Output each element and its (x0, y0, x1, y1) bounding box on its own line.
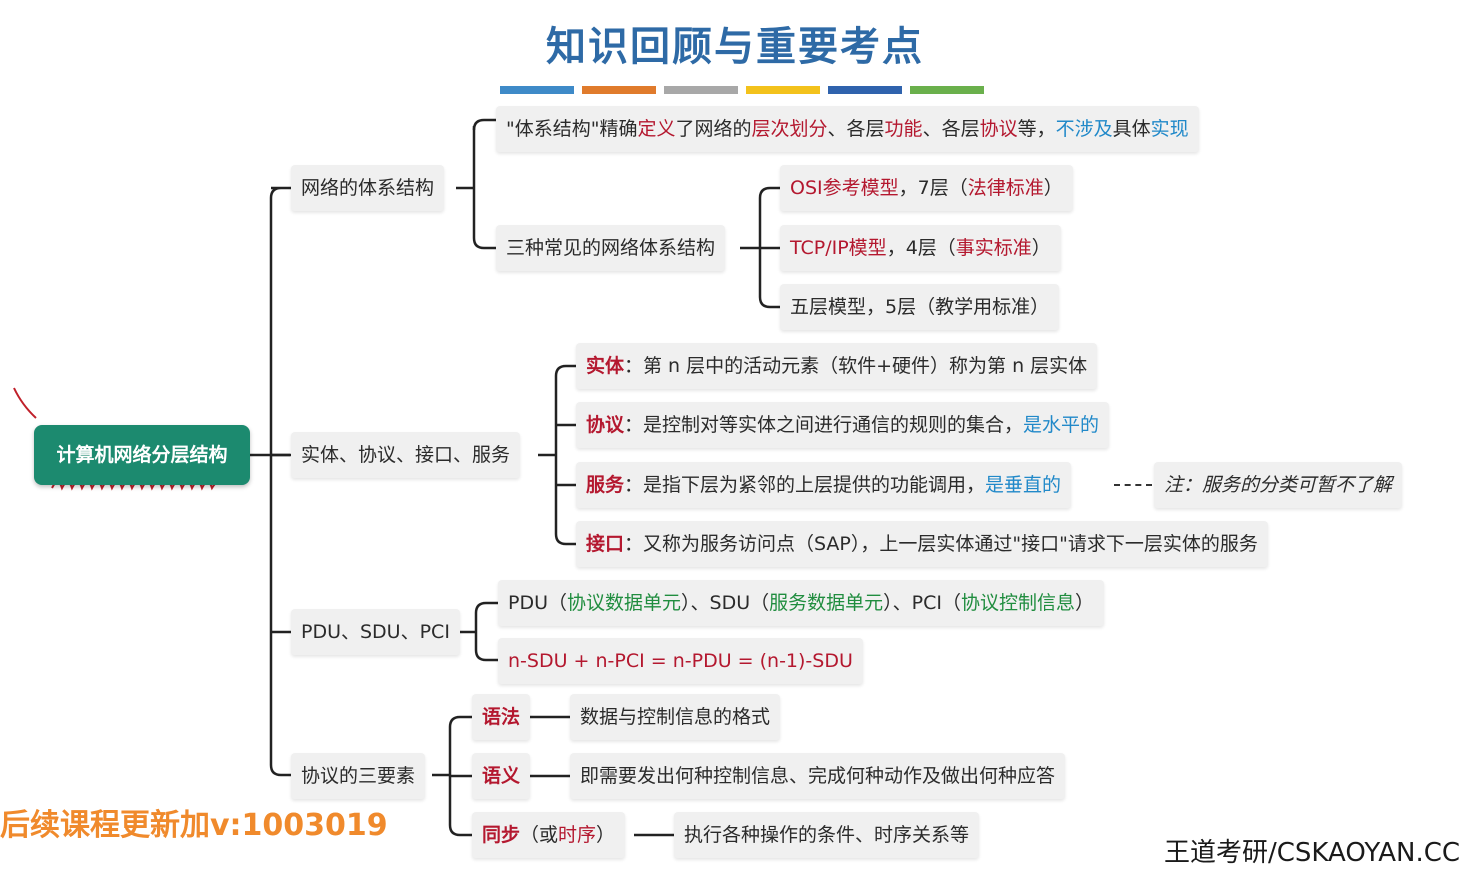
text-segment: 、各层 (922, 118, 980, 140)
text-segment: ：是指下层为紧邻的上层提供的功能调用， (624, 474, 986, 496)
node-syntax-desc[interactable]: 数据与控制信息的格式 (570, 694, 781, 740)
text-highlight: 时序 (558, 824, 597, 846)
text-highlight: 是水平的 (1023, 414, 1100, 436)
color-bar (664, 86, 738, 94)
text-highlight: 不涉及 (1055, 118, 1113, 140)
text-segment: ）、SDU（ (681, 592, 770, 614)
text-highlight: OSI参考模型 (790, 177, 899, 199)
node-three-architectures[interactable]: 三种常见的网络体系结构 (496, 225, 726, 271)
text-highlight: 事实标准 (955, 237, 1032, 259)
color-bar (828, 86, 902, 94)
root-node[interactable]: 计算机网络分层结构 (34, 425, 250, 485)
dashed-connector (1114, 484, 1152, 486)
text-highlight: TCP/IP模型 (790, 237, 887, 259)
text-segment: ） (1043, 177, 1063, 199)
text-highlight: 协议控制信息 (960, 592, 1075, 614)
text-highlight: 服务数据单元 (769, 592, 884, 614)
color-bar (746, 86, 820, 94)
text-segment: 、各层 (827, 118, 885, 140)
node-entity[interactable]: 实体：第 n 层中的活动元素（软件+硬件）称为第 n 层实体 (576, 343, 1098, 389)
text-highlight: 协议数据单元 (567, 592, 682, 614)
text-segment: ）、PCI（ (883, 592, 961, 614)
color-bar (500, 86, 574, 94)
text-highlight: 同步 (482, 824, 521, 846)
page-title: 知识回顾与重要考点 (546, 23, 924, 70)
node-synchronization-desc[interactable]: 执行各种操作的条件、时序关系等 (674, 812, 980, 858)
text-highlight: 定义 (637, 118, 676, 140)
node-five-layer-model[interactable]: 五层模型，5层（教学用标准） (780, 284, 1060, 330)
text-segment: "体系结构"精确 (506, 118, 638, 140)
text-highlight: 法律标准 (967, 177, 1044, 199)
text-segment: ） (1031, 237, 1051, 259)
text-segment: ：又称为服务访问点（SAP），上一层实体通过"接口"请求下一层实体的服务 (624, 533, 1258, 555)
color-bar (910, 86, 984, 94)
node-entity-protocol-interface-service[interactable]: 实体、协议、接口、服务 (291, 432, 521, 478)
text-segment: ，4层（ (886, 237, 956, 259)
text-highlight: 实现 (1150, 118, 1189, 140)
node-pdu-definitions[interactable]: PDU（协议数据单元）、SDU（服务数据单元）、PCI（协议控制信息） (498, 580, 1104, 626)
node-semantics-desc[interactable]: 即需要发出何种控制信息、完成何种动作及做出何种应答 (570, 753, 1066, 799)
watermark-text: 后续课程更新加v:1003019 (0, 808, 388, 843)
node-synchronization[interactable]: 同步（或时序） (472, 812, 626, 858)
text-segment: ：第 n 层中的活动元素（软件+硬件）称为第 n 层实体 (624, 355, 1088, 377)
text-highlight: 服务 (586, 474, 625, 496)
footer-brand: 王道考研/CSKAOYAN.CC (1164, 838, 1461, 868)
color-bar (582, 86, 656, 94)
node-interface[interactable]: 接口：又称为服务访问点（SAP），上一层实体通过"接口"请求下一层实体的服务 (576, 521, 1268, 567)
text-highlight: 是垂直的 (985, 474, 1062, 496)
node-architecture[interactable]: 网络的体系结构 (291, 165, 445, 211)
pen-annotation-stroke (13, 387, 37, 419)
node-pdu-sdu-pci[interactable]: PDU、SDU、PCI (291, 609, 460, 655)
node-pdu-formula[interactable]: n-SDU + n-PCI = n-PDU = (n-1)-SDU (498, 638, 863, 684)
text-segment: 具体 (1112, 118, 1151, 140)
node-architecture-definition[interactable]: "体系结构"精确定义了网络的层次划分、各层功能、各层协议等，不涉及具体实现 (496, 106, 1199, 152)
text-highlight: 协议 (979, 118, 1018, 140)
node-service-note[interactable]: 注：服务的分类可暂不了解 (1154, 462, 1403, 508)
text-highlight: 功能 (884, 118, 923, 140)
text-segment: ，7层（ (898, 177, 968, 199)
text-segment: ：是控制对等实体之间进行通信的规则的集合， (624, 414, 1024, 436)
text-highlight: 接口 (586, 533, 625, 555)
text-segment: （或 (520, 824, 559, 846)
text-segment: 等， (1017, 118, 1056, 140)
node-service[interactable]: 服务：是指下层为紧邻的上层提供的功能调用，是垂直的 (576, 462, 1072, 508)
text-segment: PDU（ (508, 592, 567, 614)
node-protocol-three-elements[interactable]: 协议的三要素 (291, 753, 426, 799)
node-syntax[interactable]: 语法 (472, 694, 531, 740)
node-semantics[interactable]: 语义 (472, 753, 531, 799)
text-segment: 了网络的 (675, 118, 752, 140)
text-highlight: 协议 (586, 414, 625, 436)
text-highlight: 层次划分 (751, 118, 828, 140)
text-highlight: 实体 (586, 355, 625, 377)
node-protocol[interactable]: 协议：是控制对等实体之间进行通信的规则的集合，是水平的 (576, 402, 1110, 448)
node-tcpip-model[interactable]: TCP/IP模型，4层（事实标准） (780, 225, 1061, 271)
node-osi-model[interactable]: OSI参考模型，7层（法律标准） (780, 165, 1073, 211)
text-segment: ） (596, 824, 616, 846)
text-segment: ） (1074, 592, 1094, 614)
